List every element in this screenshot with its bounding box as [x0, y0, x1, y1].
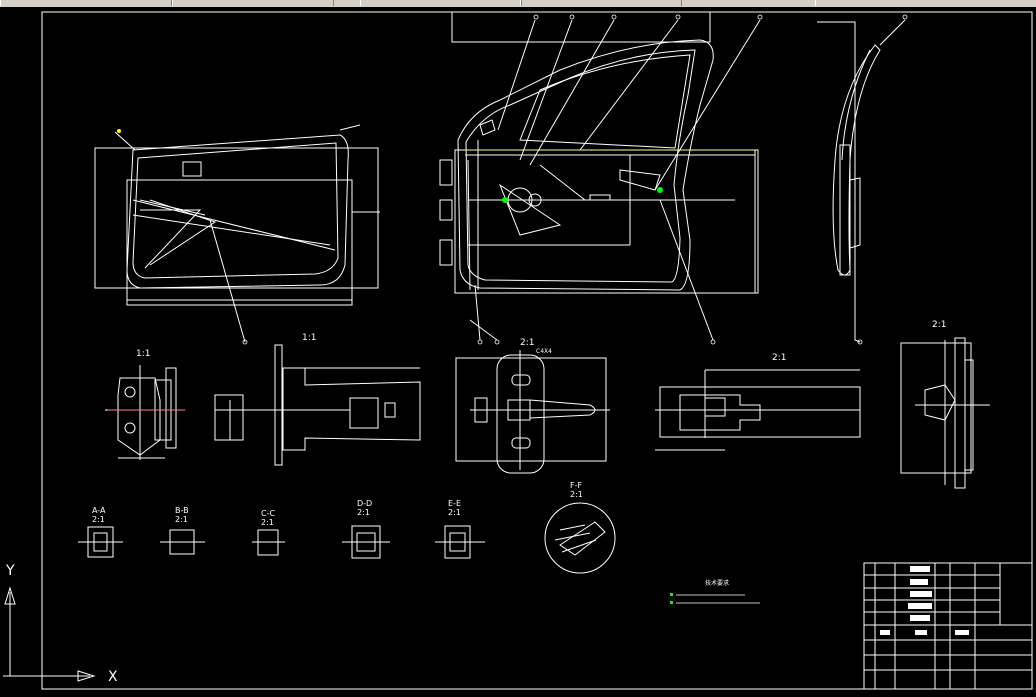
door-side-view — [439, 11, 761, 341]
section-ee-name: E-E — [448, 499, 461, 508]
callout-label: C4X4 — [536, 348, 552, 355]
section-cc-name: C-C — [261, 509, 275, 518]
section-aa-name: A-A — [92, 506, 106, 515]
section-ff-scale: 2:1 — [570, 490, 583, 499]
toolbar-tab-5[interactable] — [815, 0, 1036, 6]
section-cc — [252, 529, 285, 556]
section-ff-detail — [544, 502, 616, 574]
item-balloons — [242, 14, 908, 345]
detail-bracket-view — [105, 365, 185, 460]
cad-drawing-area[interactable]: 1:1 1:1 2:1 2:1 2:1 C4X4 A-A 2:1 B-B 2:1… — [0, 7, 1036, 693]
notes-title: 技术要求 — [705, 579, 729, 587]
ucs-icon: Y X — [3, 563, 118, 685]
section-aa — [78, 526, 123, 558]
scale-label-hinge-side: 2:1 — [932, 320, 946, 330]
detail-hinge-side-view — [900, 337, 990, 489]
section-cc-scale: 2:1 — [261, 518, 274, 527]
scale-label-clip: 2:1 — [520, 338, 534, 348]
section-bb — [160, 529, 205, 555]
toolbar-tab-2[interactable] — [172, 0, 334, 6]
toolbar-tab-1[interactable] — [0, 0, 172, 6]
toolbar-tab-3[interactable] — [360, 0, 522, 6]
toolbar-tab-4[interactable] — [520, 0, 682, 6]
cad-drawing-svg[interactable]: 1:1 1:1 2:1 2:1 2:1 C4X4 A-A 2:1 B-B 2:1… — [0, 7, 1036, 693]
section-dd-scale: 2:1 — [357, 508, 370, 517]
scale-label-bracket: 1:1 — [136, 349, 150, 359]
detail-rail-view — [655, 369, 861, 451]
section-bb-scale: 2:1 — [175, 515, 188, 524]
scale-label-hinge: 1:1 — [302, 333, 316, 343]
window-toolbar-strip — [0, 0, 1036, 7]
scale-label-rail: 2:1 — [772, 353, 786, 363]
notes-lines — [676, 594, 760, 604]
section-ee — [435, 525, 485, 559]
section-ee-scale: 2:1 — [448, 508, 461, 517]
section-dd — [342, 525, 390, 559]
title-block-fills — [880, 566, 969, 635]
ucs-x-label: X — [108, 669, 118, 685]
title-block — [863, 562, 1033, 690]
ucs-y-label: Y — [5, 563, 15, 579]
color-accents — [108, 129, 755, 604]
door-section-view — [817, 19, 906, 343]
section-dd-name: D-D — [357, 499, 372, 508]
section-ff-name: F-F — [570, 481, 582, 490]
detail-hinge-section — [214, 344, 421, 466]
section-aa-scale: 2:1 — [92, 515, 105, 524]
door-inner-panel-view — [94, 124, 380, 343]
detail-clip-view — [455, 350, 610, 474]
section-bb-name: B-B — [175, 506, 189, 515]
